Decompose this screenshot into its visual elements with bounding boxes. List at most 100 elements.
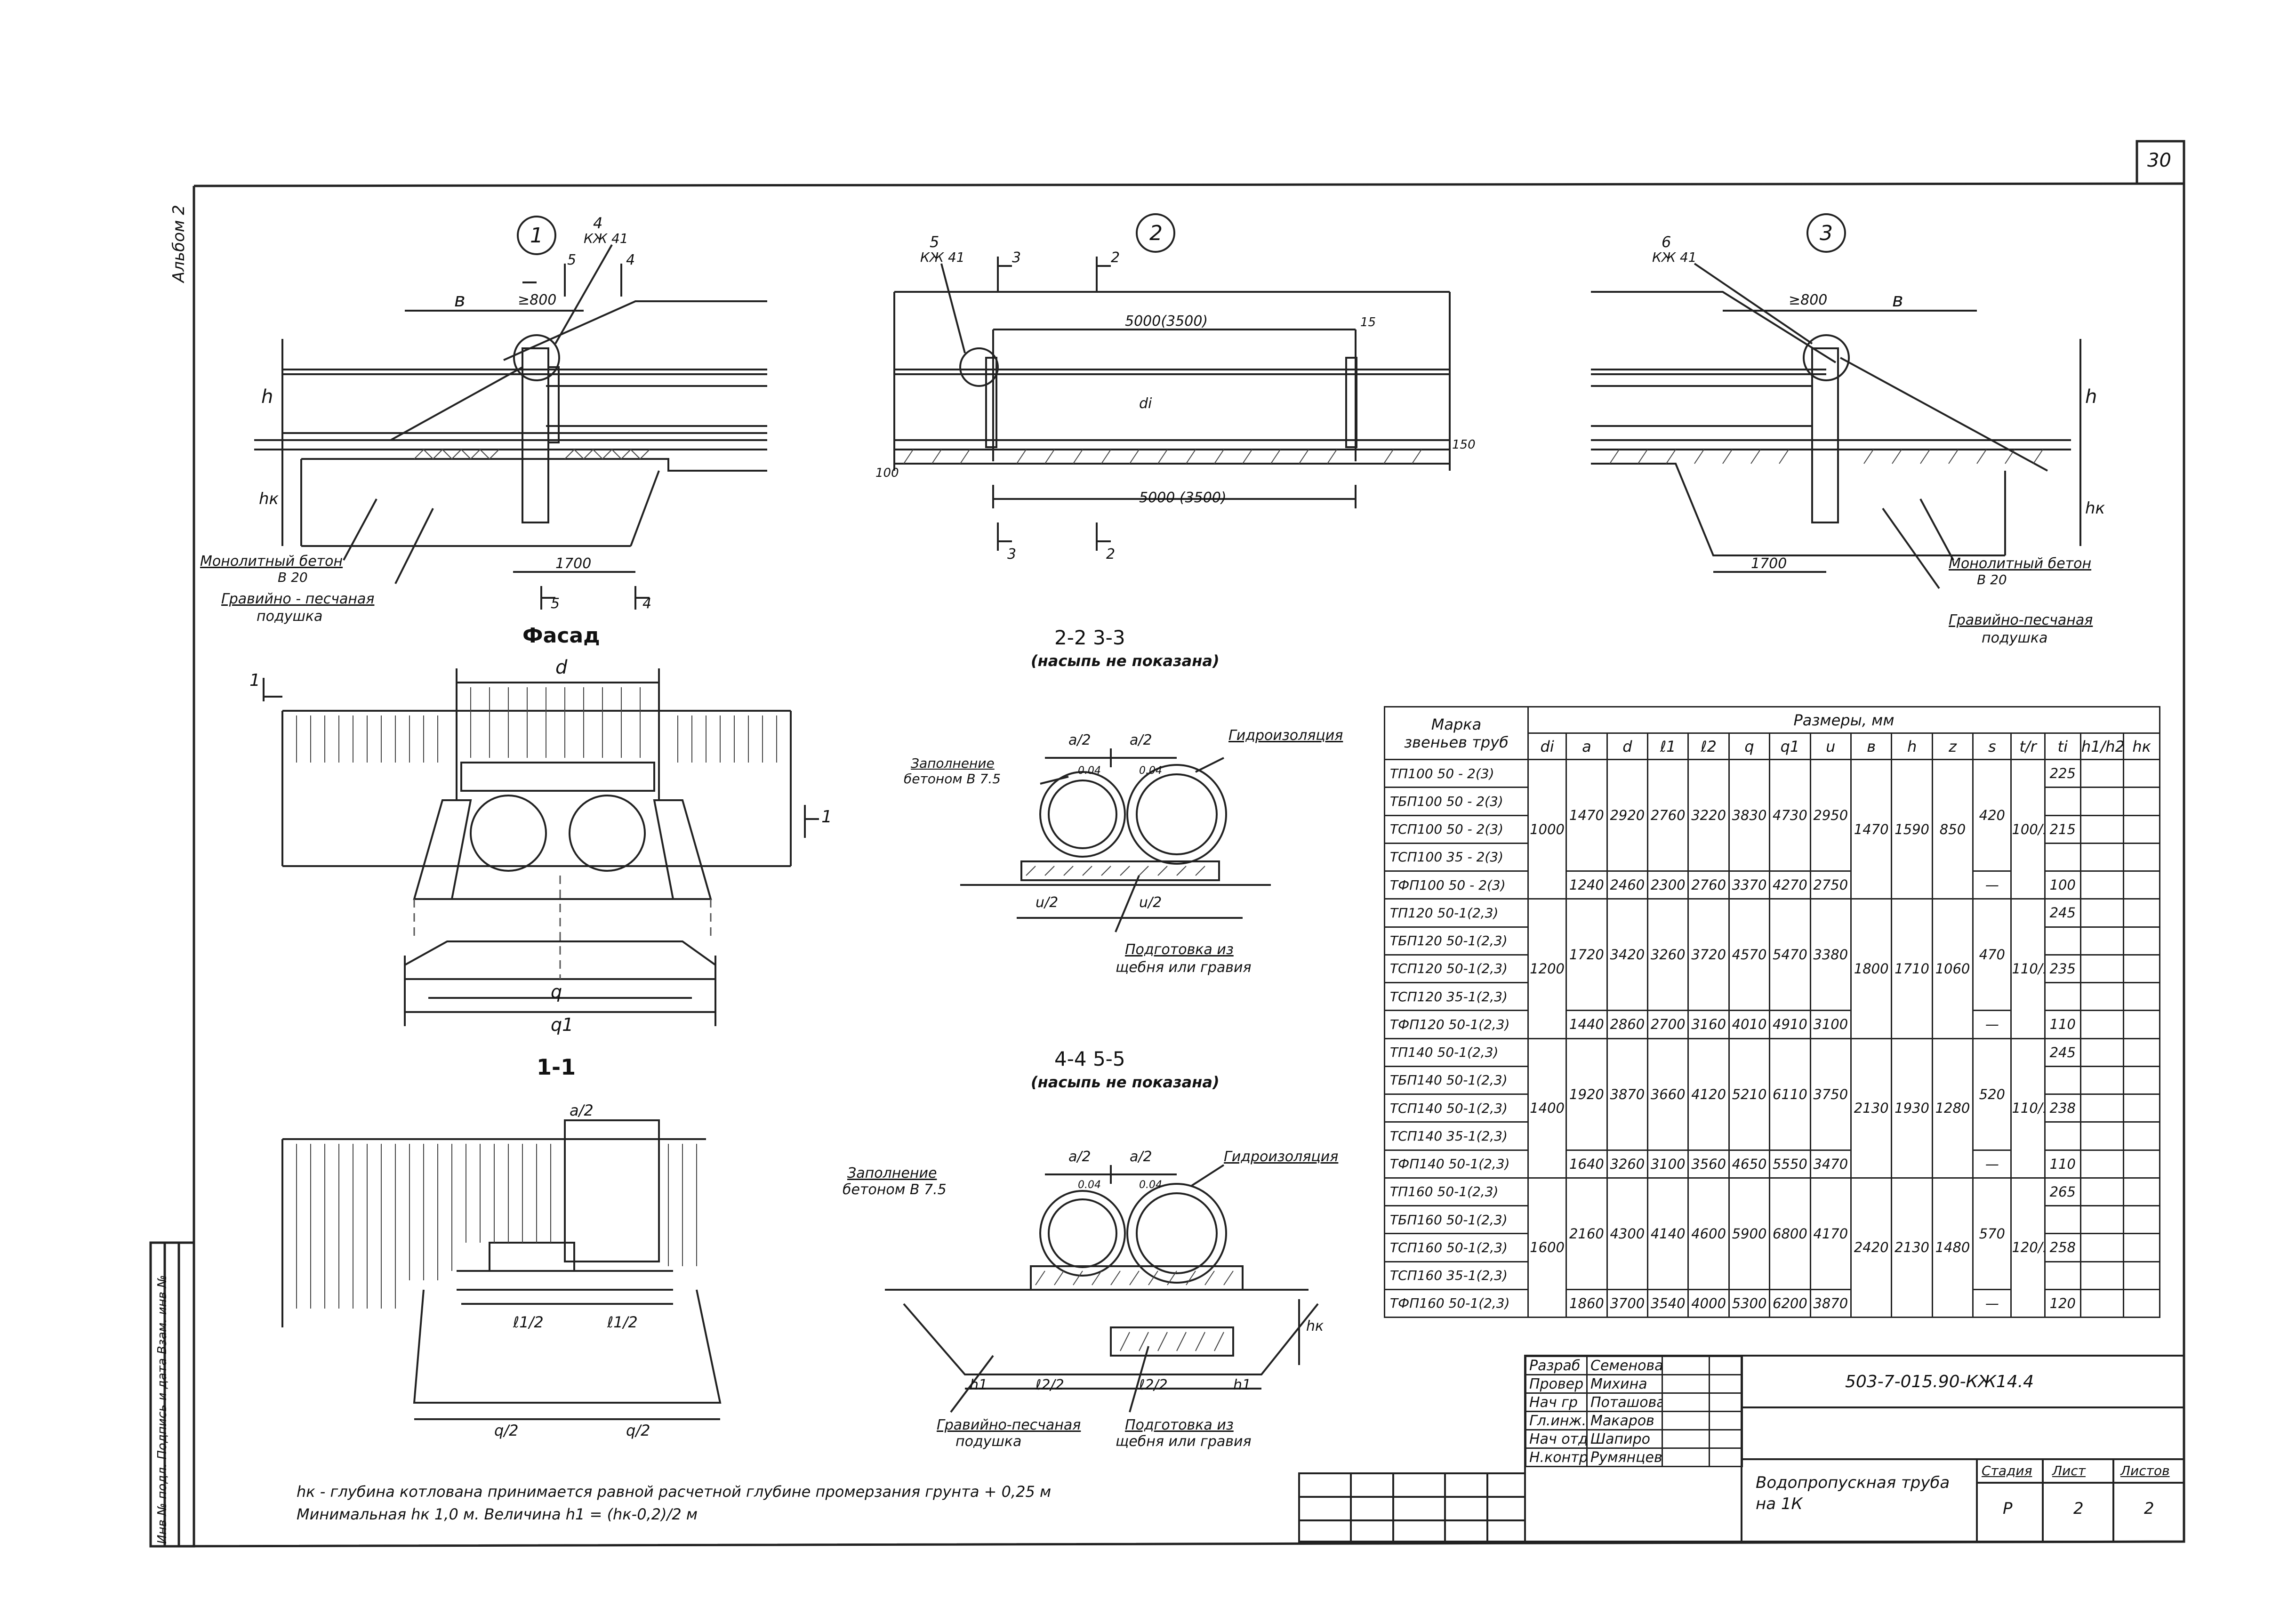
spec-hk-cell — [2123, 842, 2160, 872]
spec-row: ТСП120 50-1(2,3)235 — [1384, 954, 2160, 984]
spec-hk-cell — [2123, 1010, 2160, 1039]
spec-h1h2-cell — [2079, 1177, 2125, 1207]
sec-5-bottom: 5 — [551, 595, 560, 612]
stamp-title-1: Водопропускная труба — [1756, 1473, 1950, 1492]
dim-1700-right: 1700 — [1751, 555, 1787, 572]
spec-h1h2-cell — [2079, 870, 2125, 900]
spec-cell: 110/150 — [2010, 1037, 2046, 1179]
label-gravel-left-2: подушка — [257, 608, 323, 625]
spec-ti-cell — [2044, 1121, 2081, 1151]
label-monolit-left: Монолитный бетон — [200, 553, 343, 570]
stamp-name: Макаров — [1586, 1411, 1663, 1430]
spec-cell: 1710 — [1891, 898, 1933, 1039]
spec-h1h2-cell — [2079, 1149, 2125, 1179]
spec-row: ТСП140 50-1(2,3)238 — [1384, 1093, 2160, 1123]
spec-hk-cell — [2123, 1037, 2160, 1067]
spec-h1h2-cell — [2079, 1205, 2125, 1235]
spec-cell: 2760 — [1647, 759, 1689, 872]
spec-row: ТСП160 35-1(2,3) — [1384, 1261, 2160, 1290]
spec-hk-cell — [2123, 1093, 2160, 1123]
spec-mark-cell: ТФП160 50-1(2,3) — [1384, 1288, 1529, 1318]
spec-mark-cell: ТБП160 50-1(2,3) — [1384, 1205, 1529, 1235]
sec22-label-prep-2: щебня или гравия — [1116, 959, 1252, 976]
spec-col-header: h1/h2 — [2079, 732, 2125, 760]
spec-ti-cell: 265 — [2044, 1177, 2081, 1207]
spec-hk-cell — [2123, 1065, 2160, 1095]
spec-col-header: t/r — [2010, 732, 2046, 760]
stamp-date — [1709, 1411, 1743, 1430]
spec-cell: — — [1972, 1010, 2012, 1039]
spec-ti-cell: 110 — [2044, 1010, 2081, 1039]
spec-cell: 2160 — [1565, 1177, 1608, 1290]
stamp-role: Провер — [1525, 1374, 1588, 1394]
dim-b-right: в — [1892, 289, 1903, 311]
spec-cell: 6800 — [1769, 1177, 1811, 1290]
spec-cell: 110/140 — [2010, 898, 2046, 1039]
spec-cell: 2130 — [1891, 1177, 1933, 1318]
spec-col-header: d — [1606, 732, 1649, 760]
sec22-label-prep-1: Подготовка из — [1125, 941, 1234, 958]
spec-cell: 5550 — [1769, 1149, 1811, 1179]
spec-cell: 4570 — [1728, 898, 1771, 1012]
spec-cell: 6110 — [1769, 1037, 1811, 1151]
stamp-signature — [1662, 1429, 1710, 1449]
stamp-role: Н.контр — [1525, 1447, 1588, 1467]
spec-row: ТБП100 50 - 2(3) — [1384, 787, 2160, 816]
dim-hk-left: hк — [259, 490, 279, 508]
spec-cell: 6200 — [1769, 1288, 1811, 1318]
dim-15: 15 — [1360, 315, 1376, 329]
sec22-label-fill-2: бетоном В 7.5 — [904, 771, 1001, 787]
spec-cell: 3370 — [1728, 870, 1771, 900]
note-line-1: hк - глубина котлована принимается равно… — [297, 1483, 1052, 1501]
label-gravel-right-1: Гравийно-песчаная — [1949, 612, 2093, 628]
dim-hk-right: hк — [2085, 499, 2105, 518]
sec11-dim-q-left: q/2 — [494, 1422, 519, 1439]
sec-4-bottom: 4 — [642, 595, 652, 612]
spec-row: ТСП160 50-1(2,3)258 — [1384, 1233, 2160, 1262]
spec-row: ТСП100 35 - 2(3) — [1384, 842, 2160, 872]
spec-ti-cell: 110 — [2044, 1149, 2081, 1179]
spec-cell: 4010 — [1728, 1010, 1771, 1039]
spec-hk-cell — [2123, 1233, 2160, 1262]
spec-hk-cell — [2123, 870, 2160, 900]
dim-h-right: h — [2085, 386, 2097, 408]
stamp-stage: Р — [2003, 1499, 2013, 1518]
sec-4-top: 4 — [626, 252, 635, 268]
spec-cell: 5210 — [1728, 1037, 1771, 1151]
spec-cell: 2130 — [1850, 1037, 1893, 1179]
stamp-sheet: 2 — [2073, 1499, 2084, 1518]
spec-col-header: a — [1565, 732, 1608, 760]
spec-ti-cell — [2044, 926, 2081, 956]
section-2-2-title: 2-2 3-3 — [1054, 626, 1125, 649]
spec-mark-cell: ТСП100 35 - 2(3) — [1384, 842, 1529, 872]
sec44-label-gravel-2: подушка — [955, 1433, 1022, 1450]
spec-hk-cell — [2123, 814, 2160, 844]
spec-ti-cell: 225 — [2044, 758, 2081, 788]
spec-ti-cell: 258 — [2044, 1233, 2081, 1262]
spec-mark-cell: ТП120 50-1(2,3) — [1384, 898, 1529, 928]
stamp-signature — [1662, 1447, 1710, 1467]
callout-5-number: 5 — [930, 233, 939, 251]
spec-col-header: di — [1527, 732, 1567, 760]
spec-cell: 3830 — [1728, 759, 1771, 872]
spec-mark-cell: ТФП100 50 - 2(3) — [1384, 870, 1529, 900]
spec-mark-cell: ТСП160 35-1(2,3) — [1384, 1261, 1529, 1290]
spec-mark-cell: ТСП100 50 - 2(3) — [1384, 814, 1529, 844]
dim-5000-bottom: 5000 (3500) — [1139, 490, 1227, 506]
sec22-label-fill: Заполнение — [911, 755, 995, 771]
spec-di-cell: 1000 — [1527, 758, 1567, 900]
spec-hk-cell — [2123, 1261, 2160, 1290]
stamp-date — [1709, 1447, 1743, 1467]
spec-cell: 3100 — [1809, 1010, 1852, 1039]
spec-row: ТСП100 50 - 2(3)215 — [1384, 814, 2160, 844]
spec-di-cell: 1400 — [1527, 1037, 1567, 1179]
sec22-dim-004a: 0.04 — [1078, 765, 1101, 777]
